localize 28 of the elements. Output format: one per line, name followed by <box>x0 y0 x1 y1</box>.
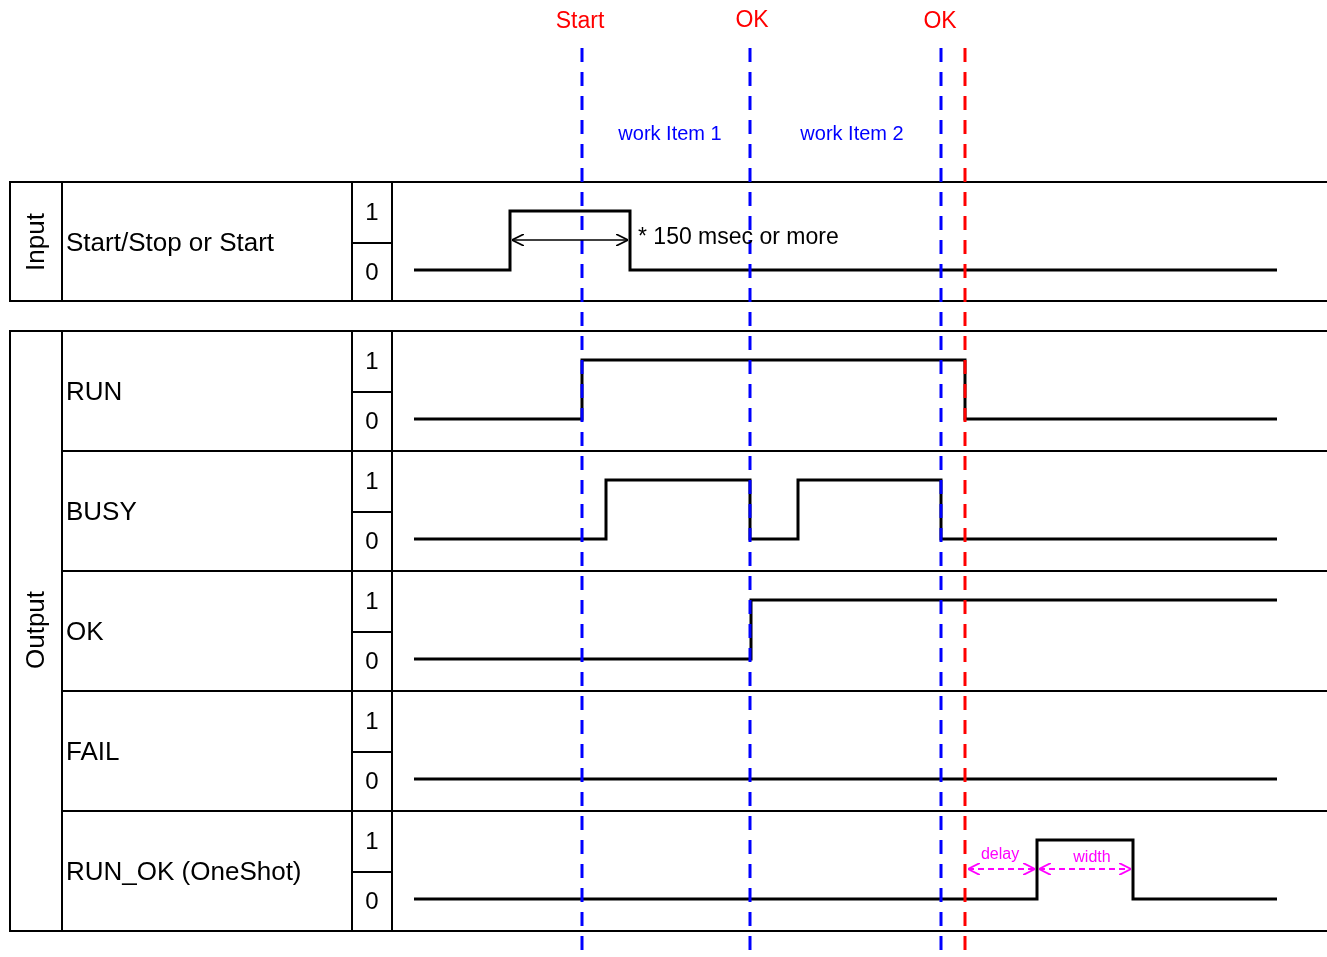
logic-level: 0 <box>365 526 379 556</box>
logic-level: 1 <box>365 197 379 227</box>
signal-name: Start/Stop or Start <box>66 225 275 259</box>
logic-level: 1 <box>365 826 379 856</box>
event-label: Start <box>555 5 605 35</box>
interval-label: work Item 1 <box>618 121 722 146</box>
event-label: OK <box>735 4 769 34</box>
signal-name: FAIL <box>66 734 120 768</box>
group-label: Input <box>18 213 51 271</box>
dimension-label: width <box>1073 847 1111 867</box>
logic-level: 0 <box>365 766 379 796</box>
interval-label: work Item 2 <box>800 121 904 146</box>
signal-name: RUN_OK (OneShot) <box>66 854 302 888</box>
dimension-label: delay <box>980 844 1020 864</box>
signal-name: RUN <box>66 374 123 408</box>
logic-level: 0 <box>365 406 379 436</box>
logic-level: 1 <box>365 346 379 376</box>
logic-level: 1 <box>365 586 379 616</box>
logic-level: 0 <box>365 646 379 676</box>
logic-level: 0 <box>365 257 379 287</box>
logic-level: 1 <box>365 466 379 496</box>
event-label: OK <box>923 5 957 35</box>
signal-name: BUSY <box>66 494 137 528</box>
logic-level: 1 <box>365 706 379 736</box>
signal-name: OK <box>66 614 104 648</box>
timing-note: * 150 msec or more <box>638 221 839 251</box>
logic-level: 0 <box>365 886 379 916</box>
group-label: Output <box>18 590 51 670</box>
